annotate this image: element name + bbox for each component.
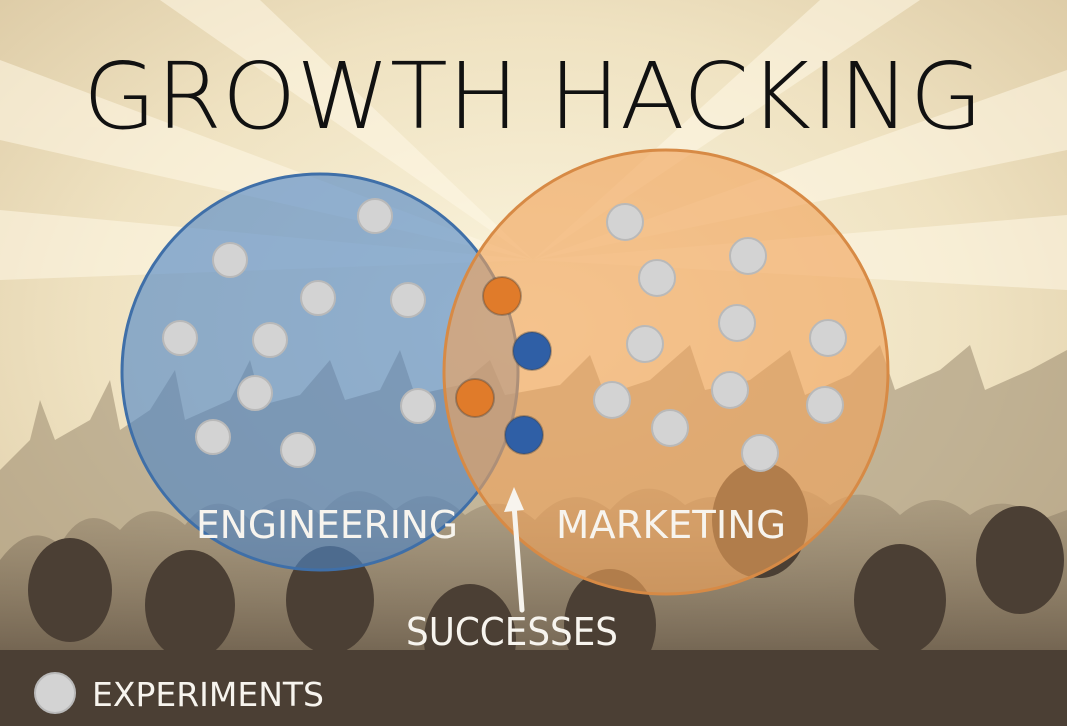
experiment-dot [195,419,231,455]
arrow-up-icon [504,487,525,613]
experiment-dot [162,320,198,356]
page-title: GROWTH HACKING [83,43,983,150]
marketing-circle [442,148,890,596]
experiment-dot [252,322,288,358]
experiment-dot [718,304,756,342]
marketing-label: MARKETING [556,503,786,547]
engineering-experiments [162,198,436,468]
experiment-dot [212,242,248,278]
marketing-experiments [593,203,847,472]
experiment-dot [357,198,393,234]
experiment-dot [626,325,664,363]
experiment-dot [729,237,767,275]
success-dots [455,276,552,455]
experiment-dot [280,432,316,468]
experiment-dot [400,388,436,424]
legend-experiments-label: EXPERIMENTS [92,675,324,714]
legend: EXPERIMENTS [34,672,324,714]
successes-label: SUCCESSES [406,610,618,654]
experiment-dot [390,282,426,318]
success-dot-blue [504,415,544,455]
experiment-dot [237,375,273,411]
experiment-dot [651,409,689,447]
experiment-dot [300,280,336,316]
success-dot-orange [482,276,522,316]
experiment-dot-icon [34,672,76,714]
experiment-dot [711,371,749,409]
experiment-dot [809,319,847,357]
experiment-dot [741,434,779,472]
experiment-dot [806,386,844,424]
experiment-dot [638,259,676,297]
experiment-dot [606,203,644,241]
experiment-dot [593,381,631,419]
engineering-label: ENGINEERING [196,503,458,547]
success-dot-blue [512,331,552,371]
success-dot-orange [455,378,495,418]
